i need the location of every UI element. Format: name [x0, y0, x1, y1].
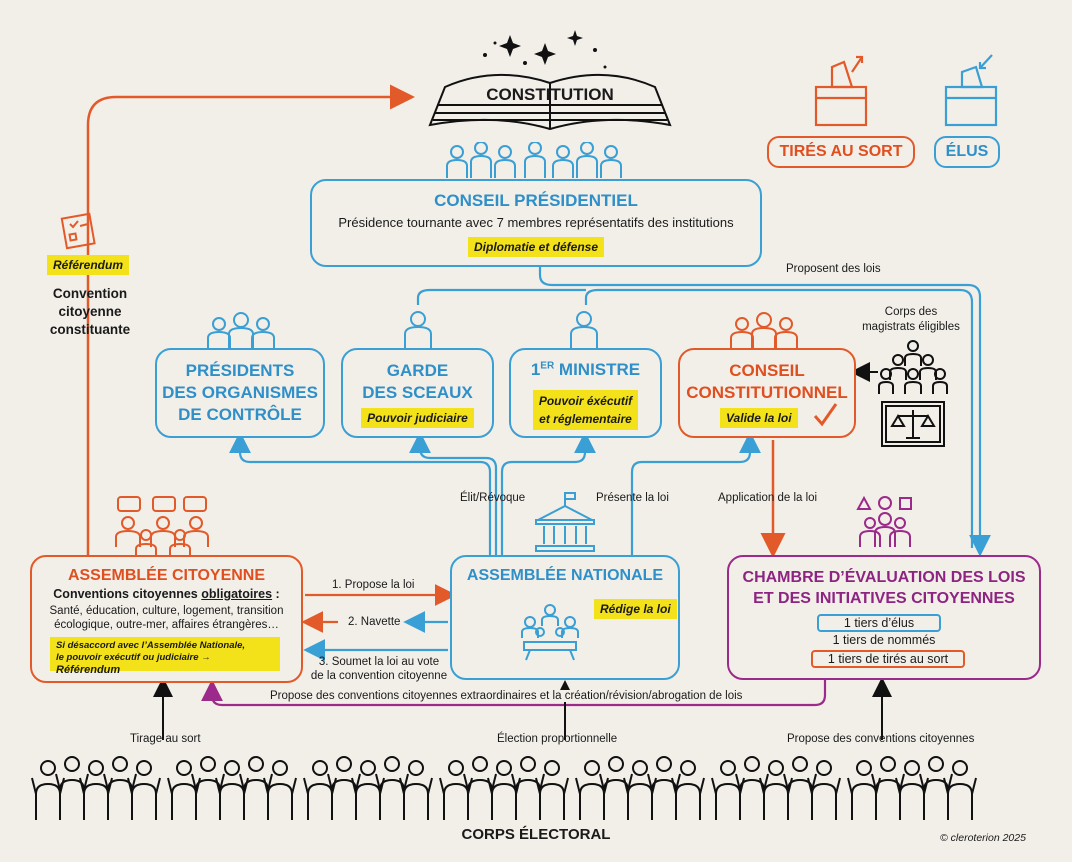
legend-elus-icon: [942, 52, 1002, 132]
flow-propose-loi-label: 1. Propose la loi: [332, 579, 415, 591]
conseil-const-title-2: CONSTITUTIONNEL: [686, 383, 848, 402]
ballot-box-blue-icon: [944, 54, 998, 127]
assemblee-citoyenne-line1: Conventions citoyennes obligatoires :: [53, 587, 280, 601]
legend-elus-pill: ÉLUS: [934, 136, 1000, 168]
legend-tires-icon: [812, 52, 872, 132]
ministre-tag: Pouvoir éxécutif et réglementaire: [533, 390, 638, 430]
book-icon: [428, 30, 672, 131]
chambre-title-2: ET DES INITIATIVES CITOYENNES: [753, 590, 1015, 607]
presidents-title-3: DE CONTRÔLE: [178, 405, 302, 424]
flow-navette-label: 2. Navette: [348, 616, 401, 628]
garde-des-sceaux-box: GARDE DES SCEAUX Pouvoir judiciaire: [341, 348, 494, 438]
chambre-row-elus: 1 tiers d’élus: [817, 614, 941, 632]
checkmark-icon: [812, 402, 838, 433]
magistrats-scale-icon: [878, 338, 948, 455]
constitution-book: CONSTITUTION: [425, 25, 675, 135]
people-group-icon: [445, 141, 625, 187]
conseil-presidentiel-title: CONSEIL PRÉSIDENTIEL: [434, 191, 638, 210]
garde-title-2: DES SCEAUX: [362, 383, 473, 402]
legend-tires-pill: TIRÉS AU SORT: [767, 136, 915, 168]
propose-extra-label: Propose des conventions citoyennes extra…: [268, 690, 745, 702]
assemblee-nationale-title: ASSEMBLÉE NATIONALE: [466, 567, 664, 584]
constitution-label: CONSTITUTION: [486, 85, 614, 104]
meeting-table-icon: [520, 602, 580, 669]
garde-title-1: GARDE: [386, 361, 449, 380]
crowd-icon: [30, 750, 1040, 825]
assemblee-citoyenne-box: ASSEMBLÉE CITOYENNE Conventions citoyenn…: [30, 555, 303, 683]
elit-revoque-label: Élit/Révoque: [460, 492, 526, 504]
assemblee-nationale-box: ASSEMBLÉE NATIONALE Rédige la loi: [450, 555, 680, 680]
chambre-title-1: CHAMBRE D’ÉVALUATION DES LOIS: [742, 569, 1026, 586]
person-icon-garde: [402, 310, 434, 355]
shapes-people-icon: [850, 495, 920, 558]
building-icon: [530, 490, 600, 559]
presidents-organismes-box: PRÉSIDENTS DES ORGANISMES DE CONTRÔLE: [155, 348, 325, 438]
assemblee-citoyenne-title: ASSEMBLÉE CITOYENNE: [67, 567, 266, 584]
ballot-box-orange-icon: [814, 55, 868, 127]
presidents-title-1: PRÉSIDENTS: [185, 361, 295, 380]
copyright-label: © cleroterion 2025: [940, 832, 1026, 844]
conseil-const-title-1: CONSEIL: [729, 361, 805, 380]
group-icon-presidents: [205, 312, 277, 355]
election-label: Élection proportionnelle: [497, 733, 618, 745]
group-icon-conseil-const: [728, 312, 800, 355]
assemblee-citoyenne-line3: écologique, outre-mer, affaires étrangèr…: [54, 619, 279, 631]
conseil-presidentiel-box: CONSEIL PRÉSIDENTIEL Présidence tournant…: [310, 179, 762, 267]
conseil-presidentiel-tag: Diplomatie et défense: [312, 237, 760, 257]
assemblee-citoyenne-tag: Si désaccord avec l’Assemblée Nationale,…: [50, 637, 280, 676]
chambre-evaluation-box: CHAMBRE D’ÉVALUATION DES LOIS ET DES INI…: [727, 555, 1041, 680]
citizens-talking-icon: [108, 495, 218, 562]
tirage-label: Tirage au sort: [130, 733, 201, 745]
conseil-constitutionnel-box: CONSEIL CONSTITUTIONNEL Valide la loi: [678, 348, 856, 438]
conseil-presidentiel-subtitle: Présidence tournante avec 7 membres repr…: [338, 215, 734, 230]
corps-electoral-label: CORPS ÉLECTORAL: [461, 826, 611, 843]
assemblee-citoyenne-line2: Santé, éducation, culture, logement, tra…: [49, 605, 284, 617]
propose-conv-label: Propose des conventions citoyennes: [787, 733, 975, 745]
person-icon-ministre: [568, 310, 600, 355]
assemblee-nationale-tag: Rédige la loi: [594, 599, 677, 619]
presidents-title-2: DES ORGANISMES: [162, 383, 318, 402]
conseil-const-tag: Valide la loi: [720, 408, 798, 428]
proposent-lois-label: Proposent des lois: [786, 263, 881, 275]
presente-loi-label: Présente la loi: [596, 492, 669, 504]
premier-ministre-box: 1ER MINISTRE Pouvoir éxécutif et régleme…: [509, 348, 662, 438]
chambre-row-tires: 1 tiers de tirés au sort: [811, 650, 965, 668]
chambre-row-nommes: 1 tiers de nommés: [832, 633, 936, 647]
ministre-title: 1ER MINISTRE: [530, 360, 641, 379]
garde-tag: Pouvoir judiciaire: [343, 408, 492, 428]
application-loi-label: Application de la loi: [718, 492, 818, 504]
referendum-tag: Référendum: [47, 255, 130, 275]
checklist-icon: [58, 210, 98, 255]
